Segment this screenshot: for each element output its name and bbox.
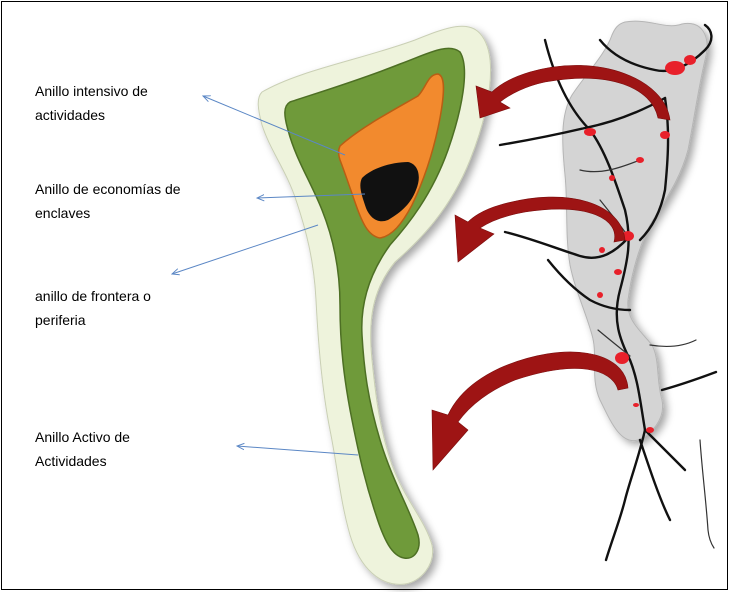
curved-arrow-middle bbox=[454, 196, 626, 263]
curved-arrow-top bbox=[475, 65, 671, 121]
label-active-ring-line1: Anillo Activo de bbox=[35, 429, 130, 445]
leader-line-3 bbox=[172, 224, 319, 274]
label-frontier-ring-line2: periferia bbox=[35, 312, 86, 328]
leader-line-2 bbox=[257, 193, 366, 198]
urban-centers bbox=[584, 55, 696, 433]
label-intensive-ring-line2: actividades bbox=[35, 107, 106, 123]
label-enclave-ring: Anillo de economías de enclaves bbox=[35, 177, 235, 225]
leader-line-1 bbox=[203, 96, 346, 156]
label-enclave-ring-line1: Anillo de economías de bbox=[35, 181, 181, 197]
black-core bbox=[360, 162, 419, 222]
curved-arrows bbox=[431, 65, 671, 471]
secondary-roads bbox=[579, 159, 715, 549]
label-active-ring-line2: Actividades bbox=[35, 453, 107, 469]
road-network bbox=[498, 23, 718, 562]
leader-line-4 bbox=[237, 446, 359, 456]
label-intensive-ring-line1: Anillo intensivo de bbox=[35, 83, 148, 99]
label-frontier-ring-line1: anillo de frontera o bbox=[35, 288, 151, 304]
label-intensive-ring: Anillo intensivo de actividades bbox=[35, 79, 235, 127]
curved-arrow-bottom bbox=[431, 351, 629, 471]
leader-lines bbox=[172, 96, 366, 456]
label-active-ring: Anillo Activo de Actividades bbox=[35, 425, 235, 473]
label-frontier-ring: anillo de frontera o periferia bbox=[35, 284, 235, 332]
label-enclave-ring-line2: enclaves bbox=[35, 205, 91, 221]
